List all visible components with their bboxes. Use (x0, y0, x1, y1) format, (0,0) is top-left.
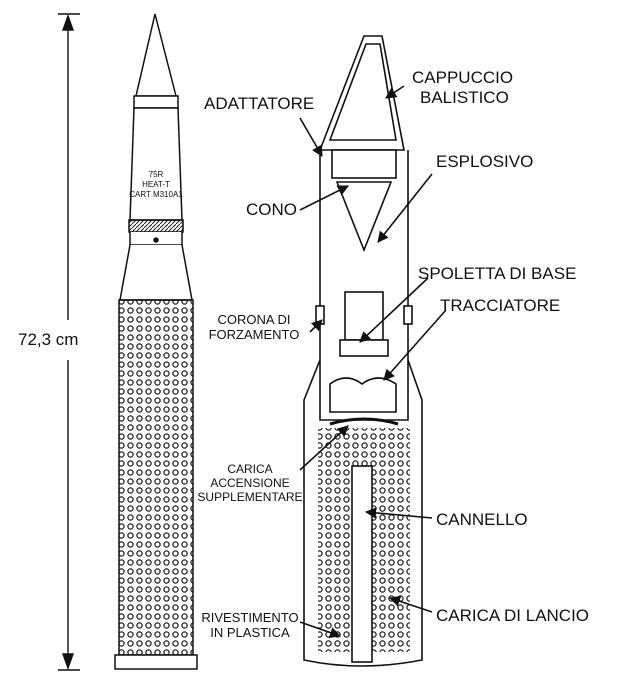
label-cono: CONO (246, 200, 297, 219)
round-exterior (114, 13, 198, 670)
label-rivestimento-line1: RIVESTIMENTO (201, 610, 299, 625)
round-cross-section (303, 35, 423, 667)
label-rivestimento-line2: IN PLASTICA (210, 625, 290, 641)
label-cappuccio-balistico: CAPPUCCIO BALISTICO (412, 68, 513, 108)
label-carica-di-lancio: CARICA DI LANCIO (436, 606, 590, 625)
leader-lines (299, 85, 447, 638)
dimension-line (58, 13, 80, 671)
marking-line-3: CART M310A1 (129, 190, 183, 199)
label-esplosivo: ESPLOSIVO (436, 152, 534, 171)
label-carica-acc-line2: ACCENSIONE (210, 476, 290, 491)
label-corona-line1: CORONA DI (217, 312, 291, 327)
label-cappuccio-line2: BALISTICO (420, 88, 509, 108)
round-markings: 75R HEAT-T CART M310A1 (128, 170, 184, 200)
label-adattatore: ADATTATORE (204, 94, 315, 113)
label-rivestimento-in-plastica: RIVESTIMENTO IN PLASTICA (194, 610, 306, 641)
label-corona-di-forzamento: CORONA DI FORZAMENTO (204, 312, 304, 343)
dimension-label: 72,3 cm (18, 330, 79, 349)
marking-line-2: HEAT-T (142, 180, 170, 189)
label-tracciatore: TRACCIATORE (440, 296, 561, 315)
marking-line-1: 75R (148, 170, 164, 179)
label-carica-acc-line1: CARICA (227, 462, 273, 476)
label-cannello: CANNELLO (436, 510, 528, 529)
label-carica-accensione-supplementare: CARICA ACCENSIONE SUPPLEMENTARE (188, 462, 312, 504)
label-carica-acc-line3: SUPPLEMENTARE (197, 490, 303, 505)
label-cappuccio-line1: CAPPUCCIO (412, 68, 514, 87)
label-spoletta-di-base: SPOLETTA DI BASE (418, 264, 577, 283)
label-corona-line2: FORZAMENTO (208, 327, 300, 343)
